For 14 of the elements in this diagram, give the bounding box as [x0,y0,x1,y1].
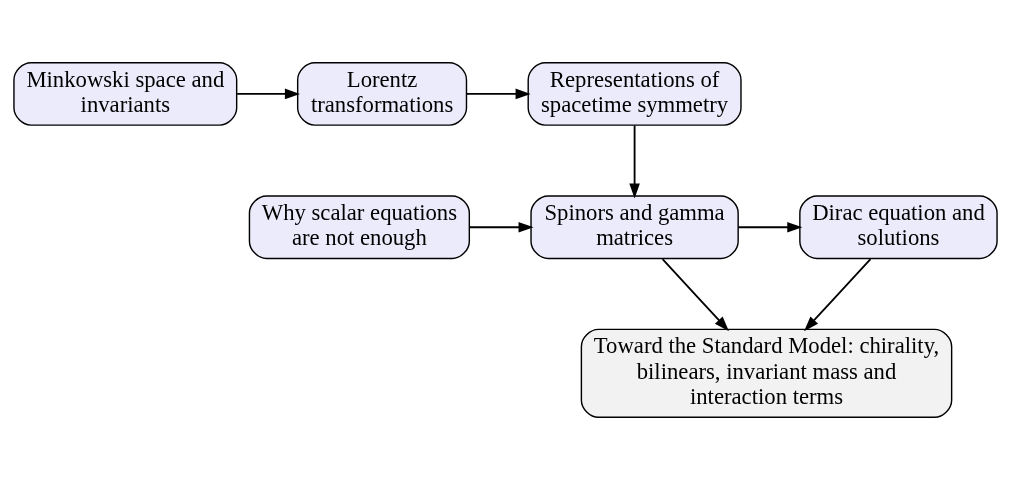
node-box: Spinors and gamma matrices [530,194,739,259]
arrow [804,257,872,331]
arrow [466,88,531,99]
arrow [737,221,803,232]
arrow [661,257,729,331]
arrow [629,124,640,198]
node-box: Dirac equation and solutions [799,194,998,259]
node-box: Toward the Standard Model: chirality, bilinears, invariant mass and interaction terms [580,328,953,418]
node-box: Lorentz transformations [296,61,468,126]
node-box: Representations of spacetime symmetry [527,61,742,126]
node-box: Why scalar equations are not enough [248,194,471,259]
arrow [236,88,300,99]
arrow [468,221,534,232]
node-box: Minkowski space and invariants [13,61,238,126]
